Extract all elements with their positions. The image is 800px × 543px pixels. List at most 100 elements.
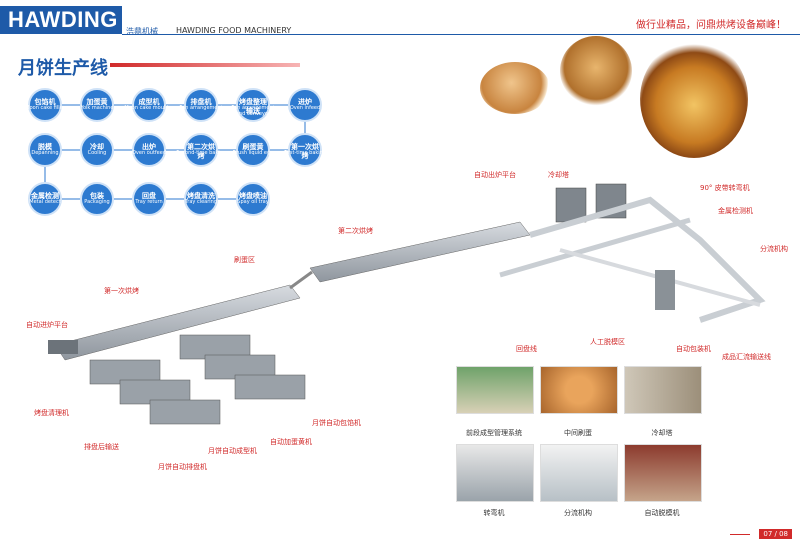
production-line-illustration [48,183,766,425]
label-tray-rear-conveyor: 排盘后输送 [84,443,119,451]
photo-turner [456,444,534,502]
process-step: 第一次烘烤 [288,133,322,167]
label-auto-encruster: 月饼自动包馅机 [312,419,361,427]
label-auto-packer: 自动包装机 [676,345,711,353]
label-auto-moulder: 月饼自动成型机 [208,447,257,455]
process-step: 烤盘整理输送 [236,88,270,122]
process-step-en: Metal detect [29,199,61,205]
process-step: 加蛋黄 [80,88,114,122]
process-step-en: Second-time baking [176,150,226,156]
process-step-en: First-time baking [283,150,327,156]
process-step-label: 金属检测 [31,192,59,200]
product-conveyor [529,196,766,323]
photo-cooling-tower [624,366,702,414]
process-step: 出炉 [132,133,166,167]
header-rule [122,34,800,35]
process-step-label: 排盘机 [190,98,212,106]
label-auto-outfeed: 自动出炉平台 [474,171,516,179]
process-step: 回盘 [132,182,166,216]
photo-splitter [540,444,618,502]
process-step-label: 烤盘整理输送 [239,98,267,115]
process-step-en: Moon cake moulder [124,105,174,111]
process-step-en: Oven outfeed [131,150,166,156]
mooncake-photo-1 [480,62,550,114]
label-egg-brush: 刷蛋区 [234,256,255,264]
process-step-en: Moon cake filler [25,105,65,111]
label-metal-detector: 金属检测机 [718,207,753,215]
process-step-label: 成型机 [138,98,160,106]
packing-machines [655,270,675,310]
brand-cn: 浩鼎机械 [126,27,158,36]
process-step-en: Tray clearing [184,199,218,205]
process-step: 排盘机 [184,88,218,122]
first-baking-oven [54,284,301,361]
label-tray-return: 回盘线 [516,345,537,353]
label-product-merge: 成品汇流输送线 [722,353,771,361]
process-step-en: Pan arrangement [179,105,223,111]
photo-egg-brush [540,366,618,414]
caption-forming-system: 前段成型管理系统 [466,429,522,437]
caption-depanner: 自动脱模机 [644,509,680,517]
caption-cooling-tower: 冷却塔 [651,429,673,437]
label-manual-depanning: 人工脱模区 [590,338,625,346]
process-step-label: 冷却 [90,143,104,151]
process-step: 成型机 [132,88,166,122]
cooling-tower-1 [555,187,587,223]
process-step: 烤盘喷油 [236,182,270,216]
process-step-label: 出炉 [142,143,156,151]
process-step-label: 加蛋黄 [86,98,108,106]
tray-return-conveyor [499,217,691,278]
label-second-bake: 第二次烘烤 [338,227,373,235]
page-number: 07 / 08 [759,529,792,539]
caption-turner: 转弯机 [483,509,505,517]
process-step-label: 回盘 [142,192,156,200]
process-step: 金属检测 [28,182,62,216]
process-step-label: 脱模 [38,143,52,151]
brand-logo: HAWDING [0,6,122,34]
process-step-en: Oven infeed [289,105,321,111]
transfer-conveyor [289,270,313,290]
caption-egg-brush: 中间刷蛋 [564,429,592,437]
process-step-en: Yolk machine [80,105,114,111]
process-step-en: Depanning [31,150,59,156]
forming-machines [89,334,306,425]
auto-infeed-platform [48,340,78,354]
process-step: 冷却 [80,133,114,167]
process-step: 烤盘清洗 [184,182,218,216]
process-step-label: 包馅机 [34,98,56,106]
process-step: 包装 [80,182,114,216]
process-step-label: 刷蛋黄 [242,143,264,151]
label-splitter: 分流机构 [760,245,788,253]
brand-en: HAWDING FOOD MACHINERY [176,26,292,35]
photo-depanner [624,444,702,502]
mooncake-photo-2 [560,36,632,106]
process-step-label: 第二次烘烤 [187,143,215,160]
process-step: 包馅机 [28,88,62,122]
process-step-label: 烤盘清洗 [187,192,215,200]
photo-forming-system [456,366,534,414]
process-step-en: Cooling [87,150,107,156]
process-step-label: 包装 [90,192,104,200]
label-turn-90: 90° 皮带转弯机 [700,184,750,192]
header: HAWDING 浩鼎机械 HAWDING FOOD MACHINERY 做行业精… [0,0,800,44]
label-tray-cleaner: 烤盘清理机 [34,409,69,417]
process-step: 脱模 [28,133,62,167]
page-number-rule [730,534,750,535]
process-step-en: Tray return [135,199,163,205]
process-step-label: 进炉 [298,98,312,106]
process-step: 进炉 [288,88,322,122]
mooncake-photo-3 [640,40,748,158]
label-first-bake: 第一次烘烤 [104,287,139,295]
label-cooling-tower: 冷却塔 [548,171,569,179]
page-title: 月饼生产线 [18,58,108,79]
process-step-en: Pan arrangement and conveyor [231,105,275,117]
label-auto-tray-arranger: 月饼自动排盘机 [158,463,207,471]
caption-splitter: 分流机构 [564,509,592,517]
process-step: 第二次烘烤 [184,133,218,167]
process-step-en: Brush liquid egg [232,150,274,156]
process-step-en: Packaging [84,199,110,205]
process-step-en: Spay oil tray [237,199,269,205]
slogan: 做行业精品，问鼎烘烤设备巅峰！ [636,20,786,31]
process-step: 刷蛋黄 [236,133,270,167]
